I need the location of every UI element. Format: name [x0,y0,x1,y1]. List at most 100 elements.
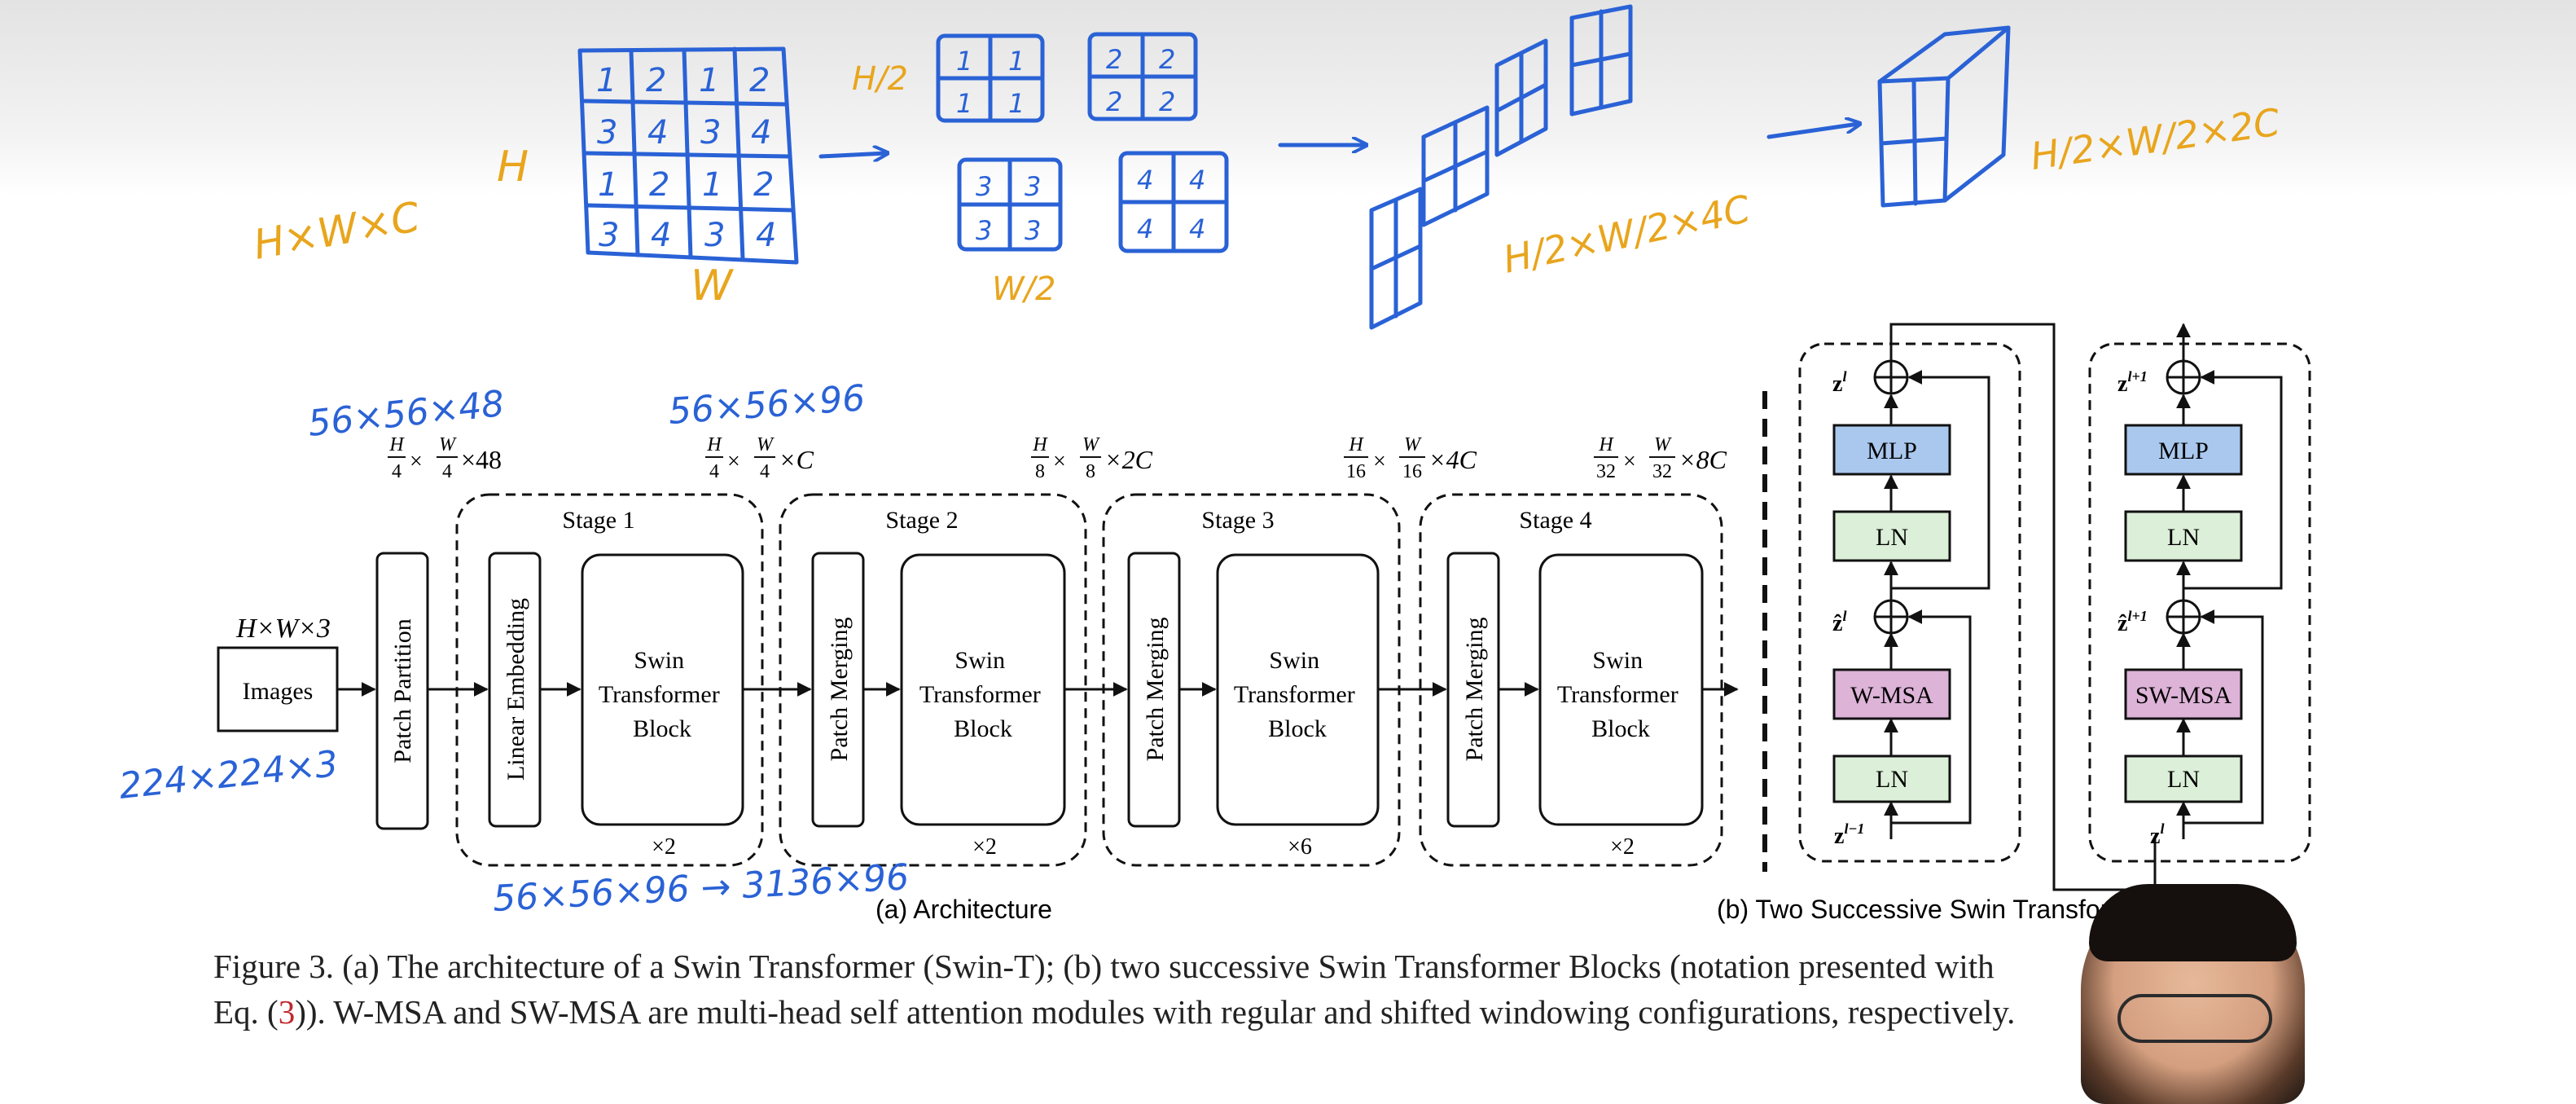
sub-cell: 1 [956,88,972,119]
grid-cell: 4 [651,217,671,254]
dims-label-0: H 4 × W 4 ×48 [388,434,502,482]
sub-cell: 1 [1008,88,1025,119]
stage-2-label: Stage 2 [885,507,958,534]
sub-cell: 3 [1025,215,1041,246]
grid-cell: 1 [699,62,719,99]
sub-cell: 3 [976,215,992,246]
dim-times: × [1373,449,1386,474]
sw-msa-label: SW-MSA [2135,682,2232,709]
sw-msa-box [2124,668,2243,720]
dim-den: 4 [442,461,452,482]
dim-num: H [388,434,405,455]
ln-bottom-label-2: LN [2167,766,2200,793]
dims-label-2: H 8 × W 8 ×2C [1031,434,1153,482]
equation-ref-link[interactable]: 3 [278,993,296,1031]
dim-num: W [1082,434,1100,455]
presenter-hair [2089,884,2297,961]
swin-block-line: Transformer [1557,681,1679,708]
stage-1-repeat: ×2 [652,834,676,860]
dim-num: W [757,434,775,455]
ln-bottom-label-1: LN [1876,766,1908,793]
sub-cell: 3 [1025,171,1041,202]
grid-cell: 3 [597,114,617,152]
dim-den: 4 [760,461,770,482]
dim-num: H [1598,434,1614,455]
z-superscript: l [1842,368,1846,385]
grid-cell: 2 [649,166,669,204]
dim-den: 4 [392,461,402,482]
grid-cell: 2 [749,62,770,99]
grid-cell: 3 [704,217,725,254]
grid-cell: 3 [599,217,619,254]
sub-cell: 4 [1189,165,1205,196]
ln-top-box-2 [2124,510,2243,562]
grid-cell: 1 [702,166,722,204]
patch-merging-label-1: Patch Merging [826,618,853,762]
z-superscript: l [1842,608,1846,624]
grid-cell: 2 [753,166,774,204]
dim-den: 8 [1035,461,1045,482]
patch-partition-box [375,552,429,830]
patch-merging-label-2: Patch Merging [1142,618,1169,762]
swin-block-line: Block [1591,715,1650,742]
ln-top-box-1 [1832,510,1951,562]
swin-block-line: Transformer [599,681,720,708]
dim-den: 32 [1596,461,1616,482]
dim-den: 16 [1346,461,1366,482]
block-frame-2 [2088,342,2311,863]
dim-times: × [1053,449,1066,474]
add-node-top-2 [2166,359,2201,395]
dim-num: W [1404,434,1422,455]
sub-cell: 2 [1106,44,1122,75]
block-frame-1 [1798,342,2021,863]
dim-num: W [1654,434,1672,455]
swin-block-3-text: Swin Transformer Block [1234,647,1361,742]
w-note: W [691,262,735,310]
size-96-note: 56×56×96 [667,377,867,433]
mlp-label-2: MLP [2158,438,2209,464]
z-out-label-2: zl+1 [2117,368,2148,397]
images-label: Images [243,678,314,705]
grid-cell: 1 [596,62,617,99]
dim-num: H [1032,434,1048,455]
dims-2c-note: H/2×W/2×2C [2028,100,2283,178]
mlp-label-1: MLP [1867,438,1917,464]
dim-tail: ×C [779,445,814,474]
dim-den: 8 [1086,461,1095,482]
sub-cell: 4 [1137,165,1153,196]
grid-cell: 3 [700,114,721,152]
dim-tail: ×2C [1104,445,1153,474]
grid-cell: 4 [647,114,668,152]
patch-grid: 1 2 1 2 3 4 3 4 1 2 1 2 3 4 3 4 [577,46,799,265]
sub-grid-3: 3 3 3 3 [957,157,1063,252]
h2-note: H/2 [852,60,908,98]
add-node-mid-1 [1873,599,1909,635]
swin-block-4-text: Swin Transformer Block [1557,647,1684,742]
arrow-to-subgrids [818,153,886,156]
swin-block-line: Block [633,715,691,742]
z-mid-label-1: ẑl [1832,608,1846,636]
stage-3-frame [1102,493,1401,867]
presenter-glasses [2117,994,2272,1043]
swin-block-line: Transformer [1234,681,1355,708]
z-in-label-1: zl−1 [1834,820,1864,849]
z-symbol: z [2117,372,2127,397]
z-symbol: ẑ [2117,611,2127,636]
sub-cell: 3 [976,171,992,202]
linear-embedding-label: Linear Embedding [502,598,529,781]
dim-den: 32 [1652,461,1672,482]
caption-line-1: Figure 3. (a) The architecture of a Swin… [213,948,1995,985]
merged-cube [1877,25,2011,208]
stage-4-repeat: ×2 [1610,834,1635,860]
add-node-top-1 [1873,359,1909,395]
sub-cell: 2 [1159,44,1175,75]
sub-cell: 2 [1159,86,1175,117]
size-48-note: 56×56×48 [306,383,507,445]
z-symbol: ẑ [1832,611,1842,636]
swin-block-line: Swin [634,647,684,674]
dims-label-3: H 16 × W 16 ×4C [1344,434,1477,482]
z-superscript: l−1 [1844,820,1864,837]
stage-3-repeat: ×6 [1288,834,1312,860]
dims-4c-note: H/2×W/2×4C [1499,187,1754,282]
